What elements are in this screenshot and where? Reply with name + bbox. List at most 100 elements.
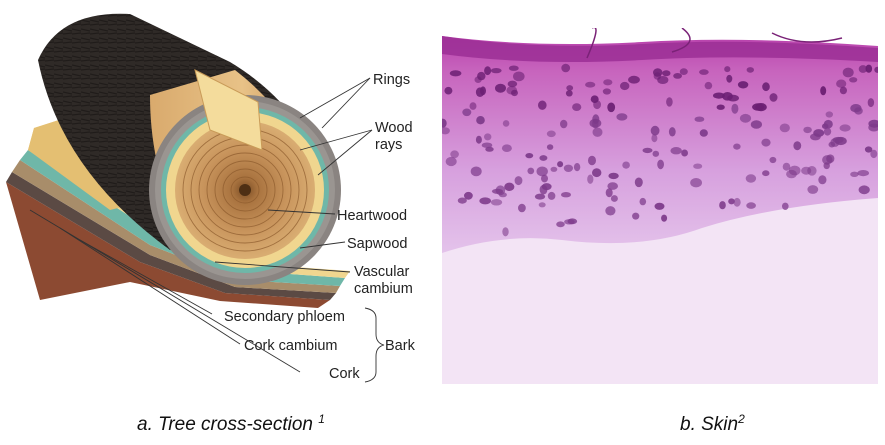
cell-nucleus [484, 66, 492, 76]
trunk [38, 13, 341, 285]
cell-nucleus [801, 166, 812, 175]
cell-nucleus [518, 203, 526, 213]
cell-nucleus [444, 86, 453, 95]
cell-nucleus [566, 85, 574, 91]
cell-nucleus [560, 119, 568, 129]
cell-nucleus [538, 100, 547, 110]
cell-nucleus [733, 143, 741, 150]
cell-nucleus [547, 191, 556, 200]
cell-nucleus [502, 120, 510, 127]
cell-nucleus [694, 116, 705, 122]
cell-nucleus [818, 175, 827, 185]
cell-nucleus [603, 79, 613, 86]
label-vascular-cambium-line2: cambium [354, 281, 413, 297]
caption-a-text: a. Tree cross-section [137, 414, 319, 435]
cell-nucleus [620, 81, 630, 91]
cell-nucleus [546, 144, 554, 150]
cell-nucleus [457, 197, 467, 204]
cell-nucleus [825, 111, 833, 118]
cell-nucleus [490, 68, 502, 74]
cell-nucleus [779, 123, 790, 133]
cell-nucleus [650, 125, 660, 136]
cell-nucleus [561, 192, 571, 198]
cell-nucleus [442, 127, 450, 135]
cell-nucleus [628, 75, 640, 84]
cell-nucleus [592, 168, 602, 178]
cell-nucleus [527, 167, 535, 175]
cell-nucleus [605, 206, 616, 216]
cell-nucleus [652, 150, 660, 157]
cell-nucleus [679, 68, 688, 75]
label-vascular-cambium-line1: Vascular [354, 264, 410, 280]
caption-skin: b. Skin2 [680, 412, 745, 436]
cell-nucleus [541, 174, 548, 183]
cell-nucleus [752, 103, 765, 111]
cell-nucleus [716, 104, 725, 110]
cork-layer [6, 182, 330, 308]
cell-nucleus [849, 77, 858, 83]
cell-nucleus [607, 182, 618, 190]
cell-nucleus [724, 66, 731, 73]
cell-nucleus [762, 170, 770, 177]
label-heartwood: Heartwood [337, 208, 407, 224]
cell-nucleus [634, 177, 643, 188]
cell-nucleus [539, 155, 548, 161]
cell-nucleus [501, 144, 512, 152]
cell-nucleus [590, 95, 599, 103]
caption-b-footnote: 2 [738, 412, 745, 426]
cell-nucleus [508, 65, 519, 71]
cell-nucleus [864, 146, 873, 153]
cell-nucleus [464, 191, 473, 200]
cell-nucleus [622, 161, 630, 169]
cell-nucleus [803, 126, 812, 134]
cell-nucleus [782, 202, 789, 210]
cell-nucleus [607, 102, 616, 113]
cell-nucleus [868, 119, 878, 128]
label-wood-rays-line1: Wood [375, 120, 413, 136]
cell-nucleus [761, 138, 771, 147]
cell-nucleus [820, 86, 827, 96]
cell-nucleus [670, 147, 682, 155]
cell-nucleus [632, 212, 640, 220]
label-cork: Cork [329, 366, 360, 382]
cell-nucleus [605, 188, 613, 198]
cell-nucleus [769, 93, 778, 102]
cell-nucleus [858, 185, 870, 195]
cell-nucleus [616, 113, 628, 121]
cell-nucleus [728, 198, 735, 205]
cell-nucleus [525, 153, 534, 159]
cell-nucleus [746, 67, 754, 73]
leader-lines [29, 77, 385, 383]
cell-nucleus [490, 199, 503, 206]
cell-nucleus [874, 66, 878, 73]
cell-nucleus [746, 202, 756, 209]
cell-nucleus [507, 80, 518, 88]
caption-a-footnote: 1 [318, 412, 325, 426]
label-secondary-phloem: Secondary phloem [224, 309, 345, 325]
cell-nucleus [469, 102, 477, 110]
cell-nucleus [739, 113, 752, 123]
cell-nucleus [793, 141, 802, 151]
cell-nucleus [480, 86, 486, 96]
cell-nucleus [657, 159, 664, 170]
cell-nucleus [573, 163, 581, 172]
cell-nucleus [481, 142, 493, 148]
cell-nucleus [561, 63, 571, 73]
cell-nucleus [850, 104, 862, 113]
cell-nucleus [538, 202, 546, 208]
cell-nucleus [726, 74, 733, 83]
cell-nucleus [865, 64, 873, 73]
keratin-fibers [586, 28, 843, 59]
cell-nucleus [836, 79, 847, 88]
cell-nucleus [536, 166, 548, 177]
cell-nucleus [550, 166, 558, 172]
cell-nucleus [541, 183, 552, 191]
cell-nucleus [498, 192, 507, 198]
skin-surface-background [442, 28, 878, 46]
cell-nucleus [602, 88, 611, 95]
caption-tree-cross-section: a. Tree cross-section 1 [137, 412, 325, 436]
cell-nucleus [504, 182, 515, 191]
cell-nucleus [449, 70, 462, 77]
cell-nucleus [506, 86, 518, 95]
cell-nucleus [788, 165, 801, 176]
